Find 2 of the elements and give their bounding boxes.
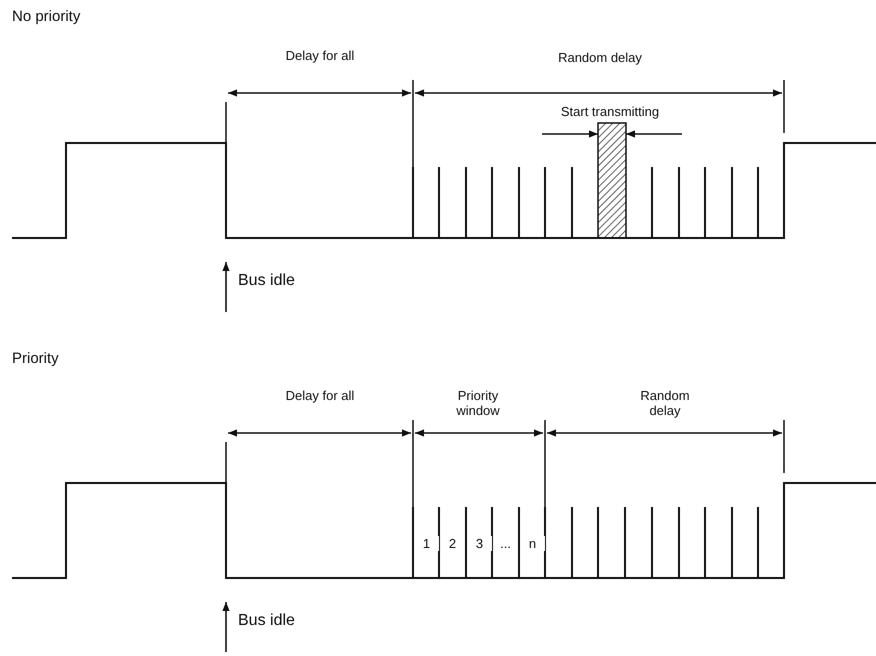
dimension-label: Delay for all [285,48,355,63]
dimension-label: Delay for all [285,388,355,403]
